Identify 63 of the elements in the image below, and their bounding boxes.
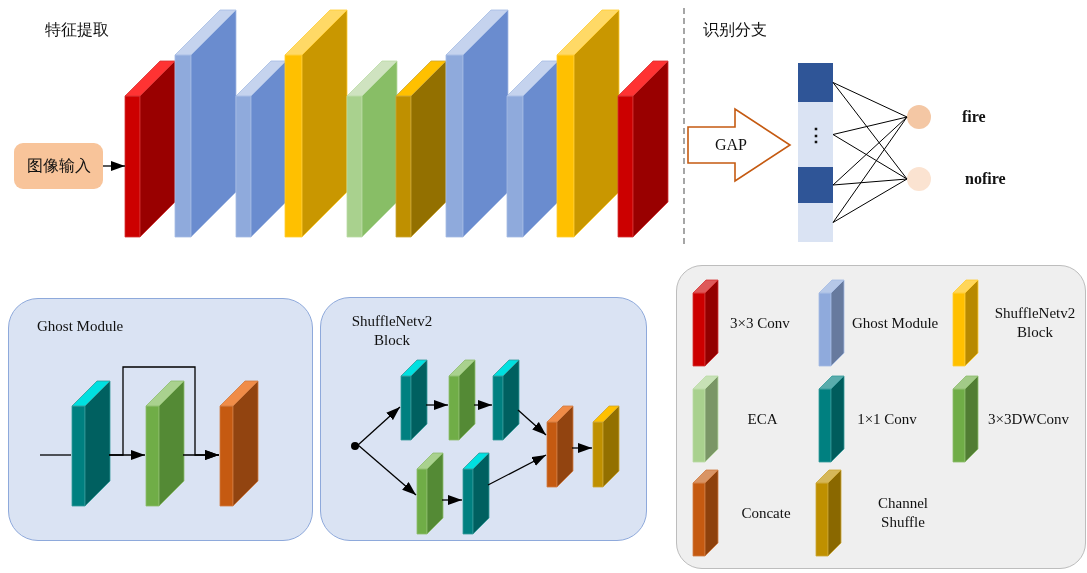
vector-cell xyxy=(798,102,833,167)
layer-block xyxy=(401,360,427,440)
arrow xyxy=(487,454,547,486)
input-box xyxy=(14,143,103,189)
layer-block xyxy=(236,61,286,237)
layer-block xyxy=(125,61,175,237)
vector-cell xyxy=(798,203,833,242)
arrow xyxy=(441,495,463,505)
connector-line xyxy=(832,82,908,118)
layer-block xyxy=(220,381,258,506)
vector-cell xyxy=(798,63,833,102)
layer-block xyxy=(493,360,519,440)
legend-text: 3×3 Conv xyxy=(730,313,791,333)
legend-text: Channel Shuffle xyxy=(877,494,929,532)
connector-line xyxy=(832,82,908,180)
layer-block xyxy=(593,406,619,487)
layer-block xyxy=(396,61,446,237)
section-title: 识别分支 xyxy=(703,20,767,40)
legend-text: ECA xyxy=(746,409,779,429)
legend-text: Ghost Module xyxy=(852,313,940,333)
connector-line xyxy=(39,454,72,456)
layer-block xyxy=(463,453,489,534)
legend-text: ShuffleNetv2 Block xyxy=(993,304,1077,342)
layer-block xyxy=(547,406,573,487)
section-title: 特征提取 xyxy=(45,20,109,40)
junction-dot xyxy=(351,442,359,450)
connector-line xyxy=(832,134,908,180)
connector-line xyxy=(832,116,908,223)
arrow xyxy=(571,443,593,453)
layer-block xyxy=(557,10,619,237)
layer-block xyxy=(449,360,475,440)
module-panel xyxy=(320,297,647,541)
vector-cell xyxy=(798,167,833,203)
ellipsis-text: ⋮ xyxy=(805,123,826,146)
input-label: 图像输入 xyxy=(25,156,92,176)
legend-text: Concate xyxy=(740,503,792,523)
class-label: nofire xyxy=(965,169,1006,189)
layer-block xyxy=(446,10,508,237)
layer-block xyxy=(618,61,668,237)
connector-line xyxy=(832,178,908,223)
layer-block xyxy=(175,10,236,237)
class-label: fire xyxy=(962,107,986,127)
layer-block xyxy=(347,61,397,237)
connector-line xyxy=(832,178,908,186)
layer-block xyxy=(72,381,110,506)
module-panel xyxy=(8,298,313,541)
legend-text: 1×1 Conv xyxy=(856,409,918,429)
arrow xyxy=(425,400,449,410)
panel-title: Ghost Module xyxy=(37,317,124,336)
layer-block xyxy=(417,453,443,534)
layer-block xyxy=(146,381,184,506)
layer-block xyxy=(285,10,347,237)
legend-text: 3×3DWConv xyxy=(988,409,1070,429)
arrow xyxy=(357,406,401,446)
arrow xyxy=(517,409,547,436)
arrow xyxy=(473,400,493,410)
panel-title: ShuffleNetv2 Block xyxy=(350,312,434,350)
arrow xyxy=(108,366,220,460)
connector-line xyxy=(832,116,908,135)
layer-block xyxy=(507,61,558,237)
arrow xyxy=(102,161,126,171)
connector-line xyxy=(832,116,908,186)
arrow xyxy=(357,444,417,496)
